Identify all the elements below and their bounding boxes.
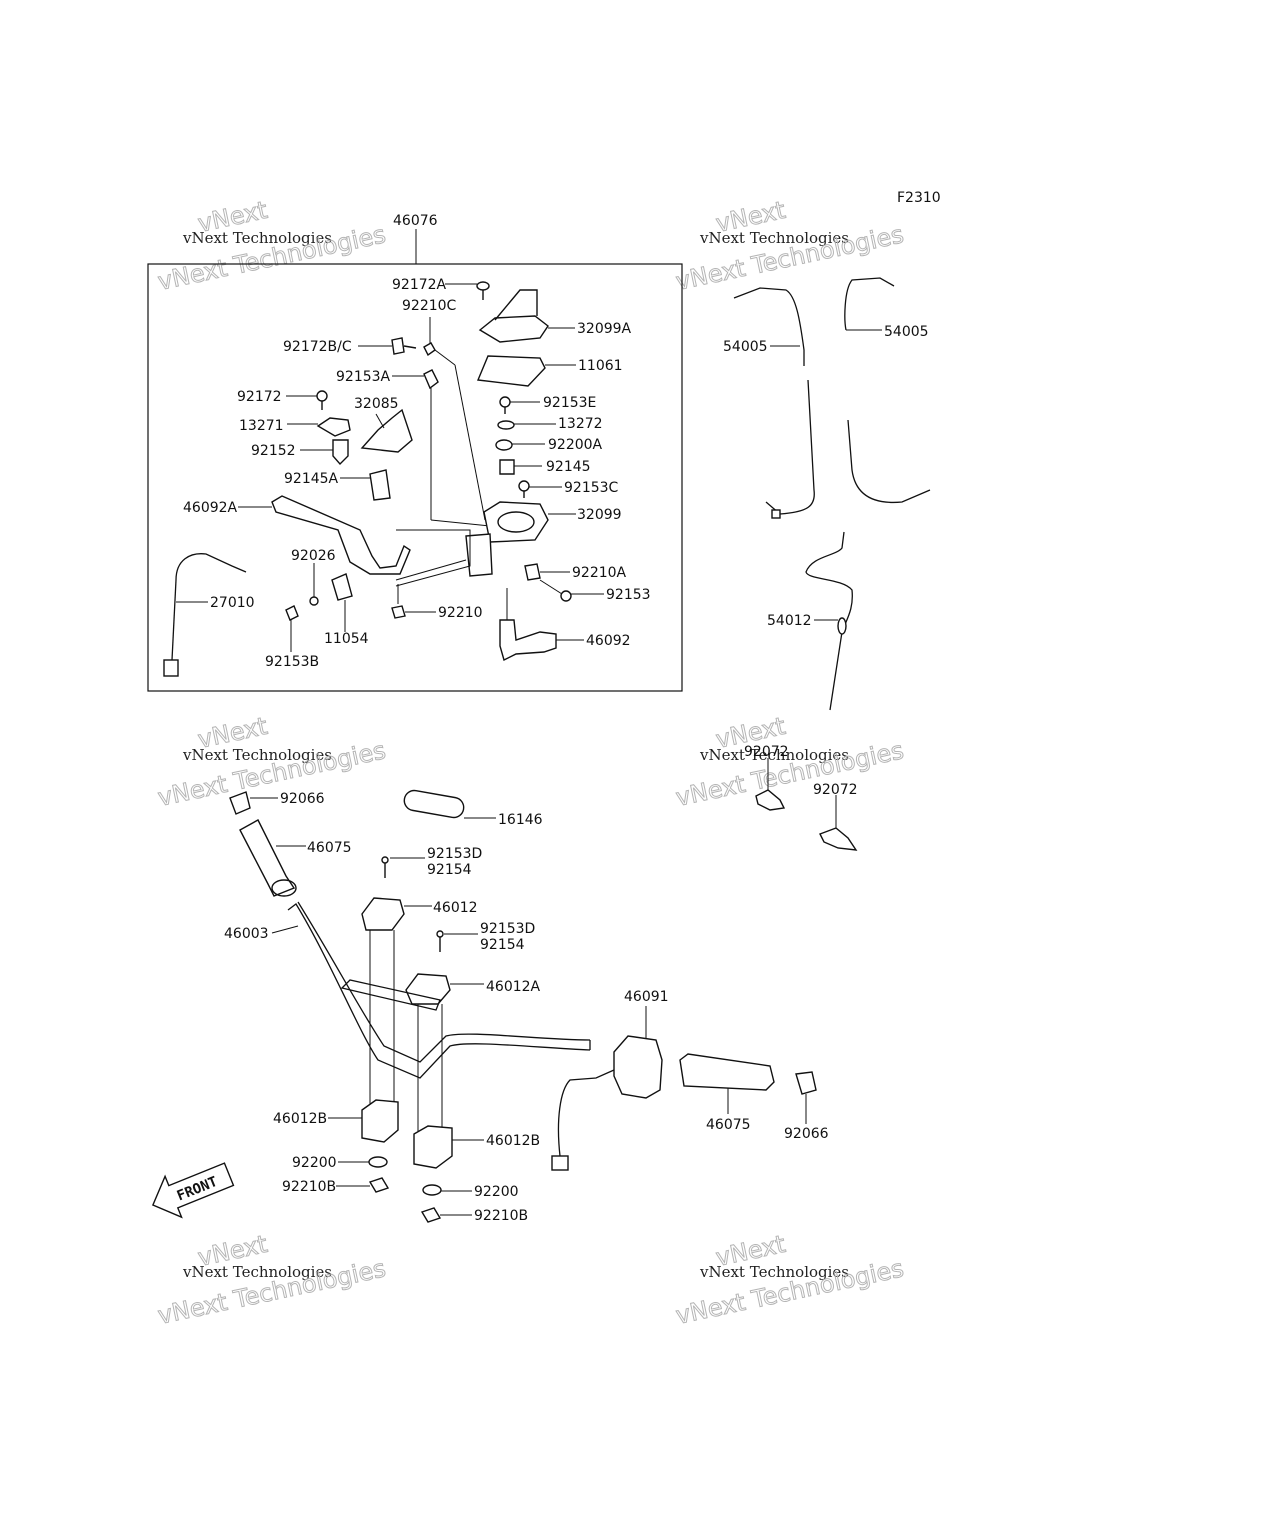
svg-text:92026: 92026 xyxy=(291,548,336,564)
svg-text:92210B: 92210B xyxy=(282,1179,336,1195)
svg-text:92153D: 92153D xyxy=(480,921,535,937)
svg-text:32099A: 32099A xyxy=(577,321,632,337)
svg-text:vNext Technologies: vNext Technologies xyxy=(182,746,332,764)
svg-text:92172A: 92172A xyxy=(392,277,447,293)
svg-text:46012: 46012 xyxy=(433,900,478,916)
svg-text:16146: 16146 xyxy=(498,812,543,828)
svg-text:46075: 46075 xyxy=(706,1117,751,1133)
front-arrow: FRONT xyxy=(151,1162,235,1219)
svg-text:92154: 92154 xyxy=(427,862,472,878)
svg-text:92210: 92210 xyxy=(438,605,483,621)
svg-text:32085: 32085 xyxy=(354,396,399,412)
svg-text:11054: 11054 xyxy=(324,631,369,647)
svg-text:vNext Technologies: vNext Technologies xyxy=(182,1263,332,1281)
parts-brake-master xyxy=(163,281,604,677)
assembly-box xyxy=(147,263,683,692)
svg-text:92200A: 92200A xyxy=(548,437,603,453)
svg-text:13271: 13271 xyxy=(239,418,284,434)
svg-text:46091: 46091 xyxy=(624,989,669,1005)
svg-text:92200: 92200 xyxy=(292,1155,337,1171)
svg-text:46012A: 46012A xyxy=(486,979,541,995)
svg-text:92072: 92072 xyxy=(813,782,858,798)
svg-text:11061: 11061 xyxy=(578,358,623,374)
svg-text:92210A: 92210A xyxy=(572,565,627,581)
svg-text:92153D: 92153D xyxy=(427,846,482,862)
watermark-bottom-right: vNext vNext Technologies vNext Technolog… xyxy=(673,1229,907,1330)
watermark-top-left: vNext vNext Technologies vNext Technolog… xyxy=(155,195,389,296)
svg-text:92153E: 92153E xyxy=(543,395,596,411)
svg-text:92200: 92200 xyxy=(474,1184,519,1200)
svg-text:vNext Technologies: vNext Technologies xyxy=(699,746,849,764)
svg-text:92153B: 92153B xyxy=(265,654,319,670)
svg-text:46012B: 46012B xyxy=(273,1111,327,1127)
cable-clamps: 92072 92072 xyxy=(744,744,858,851)
svg-text:54012: 54012 xyxy=(767,613,812,629)
watermark-mid-right: vNext vNext Technologies vNext Technolog… xyxy=(673,711,907,812)
handlebar-parts xyxy=(229,789,817,1223)
svg-text:92145: 92145 xyxy=(546,459,591,475)
svg-text:54005: 54005 xyxy=(723,339,768,355)
svg-text:54005: 54005 xyxy=(884,324,929,340)
svg-text:46012B: 46012B xyxy=(486,1133,540,1149)
svg-text:vNext Technologies: vNext Technologies xyxy=(182,229,332,247)
svg-text:27010: 27010 xyxy=(210,595,255,611)
svg-text:vNext Technologies: vNext Technologies xyxy=(699,229,849,247)
svg-text:92066: 92066 xyxy=(280,791,325,807)
svg-text:92066: 92066 xyxy=(784,1126,829,1142)
svg-text:92153: 92153 xyxy=(606,587,651,603)
svg-text:92172B/C: 92172B/C xyxy=(283,339,352,355)
watermark-top-right: vNext vNext Technologies vNext Technolog… xyxy=(673,195,907,296)
svg-text:32099: 32099 xyxy=(577,507,622,523)
svg-text:92153C: 92153C xyxy=(564,480,619,496)
throttle-cables xyxy=(733,277,931,711)
labels-cables: 54005 54005 54012 xyxy=(723,324,929,629)
svg-text:46003: 46003 xyxy=(224,926,269,942)
svg-text:46092: 46092 xyxy=(586,633,631,649)
svg-text:46092A: 46092A xyxy=(183,500,238,516)
svg-text:vNext Technologies: vNext Technologies xyxy=(699,1263,849,1281)
svg-text:92152: 92152 xyxy=(251,443,296,459)
svg-text:92072: 92072 xyxy=(744,744,789,760)
diagram-code: F2310 xyxy=(897,190,941,206)
svg-text:92210C: 92210C xyxy=(402,298,457,314)
svg-text:13272: 13272 xyxy=(558,416,603,432)
svg-text:92153A: 92153A xyxy=(336,369,391,385)
watermark-mid-left: vNext vNext Technologies vNext Technolog… xyxy=(155,711,389,812)
labels-handlebar: 92066 16146 46075 92153D 92154 46012 460… xyxy=(224,791,829,1224)
svg-text:92154: 92154 xyxy=(480,937,525,953)
svg-text:92210B: 92210B xyxy=(474,1208,528,1224)
svg-text:92145A: 92145A xyxy=(284,471,339,487)
svg-text:92172: 92172 xyxy=(237,389,282,405)
svg-text:46075: 46075 xyxy=(307,840,352,856)
watermark-bottom-left: vNext vNext Technologies vNext Technolog… xyxy=(155,1229,389,1330)
label-46076: 46076 xyxy=(393,213,438,229)
labels-brake-master: 92172A 92210C 32099A 11061 92172B/C 9215… xyxy=(183,277,651,670)
